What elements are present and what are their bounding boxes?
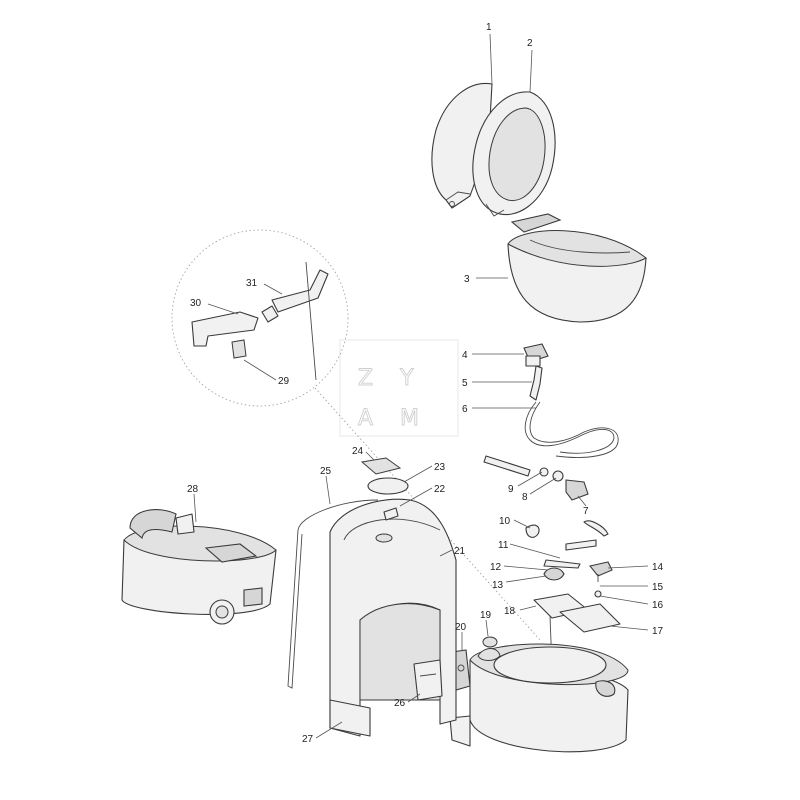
- detail-parts-29-31: [191, 261, 329, 381]
- callout-17: 17: [652, 626, 664, 637]
- callout-6: 6: [462, 404, 468, 415]
- callout-23: 23: [434, 462, 446, 473]
- nozzle-part-4: [523, 343, 549, 367]
- lid-part-1: [431, 82, 493, 209]
- callout-4: 4: [462, 350, 468, 361]
- callout-26: 26: [394, 698, 406, 709]
- callout-3: 3: [464, 274, 470, 285]
- watermark-line-1: Z Y: [358, 366, 424, 391]
- callout-12: 12: [490, 562, 502, 573]
- callout-31: 31: [246, 278, 258, 289]
- callout-10: 10: [499, 516, 511, 527]
- waste-tank-part-28: [121, 509, 277, 625]
- top-caps-parts-22-24: [360, 457, 409, 521]
- callout-14: 14: [652, 562, 664, 573]
- callout-16: 16: [652, 600, 664, 611]
- callout-29: 29: [278, 376, 290, 387]
- callout-19: 19: [480, 610, 492, 621]
- watermark: Z Y A M: [339, 339, 459, 437]
- leader-lines: [193, 33, 649, 739]
- callout-5: 5: [462, 378, 468, 389]
- callout-2: 2: [527, 38, 533, 49]
- cassette-base: [449, 643, 629, 753]
- skirt-part-27: [329, 699, 371, 737]
- front-panel-part-21: [329, 498, 457, 737]
- callout-22: 22: [434, 484, 446, 495]
- callout-21: 21: [454, 546, 466, 557]
- callout-30: 30: [190, 298, 202, 309]
- pump-assembly-part-7-8-9: [483, 455, 589, 501]
- callout-18: 18: [504, 606, 516, 617]
- watermark-line-2: A M: [358, 406, 429, 431]
- flush-hose-part-5-6: [524, 365, 619, 458]
- blade-mechanism-parts-10-18: [525, 520, 621, 669]
- callout-24: 24: [352, 446, 364, 457]
- callout-28: 28: [187, 484, 199, 495]
- seat-ring-part-2: [472, 91, 556, 217]
- callout-20: 20: [455, 622, 467, 633]
- callout-11: 11: [498, 540, 509, 551]
- callout-9: 9: [508, 484, 514, 495]
- callout-27: 27: [302, 734, 314, 745]
- bracket-part-26: [413, 659, 443, 701]
- callout-7: 7: [583, 506, 589, 517]
- callout-8: 8: [522, 492, 528, 503]
- seal-strip-part-25: [287, 499, 379, 689]
- bowl-part-3: [507, 213, 647, 323]
- callout-13: 13: [492, 580, 504, 591]
- callout-15: 15: [652, 582, 664, 593]
- callout-numbers: 1 2 3 4 5 6 7 8 9 10 11 12 13 14 15 16 1…: [187, 22, 664, 745]
- callout-1: 1: [486, 22, 492, 33]
- callout-25: 25: [320, 466, 332, 477]
